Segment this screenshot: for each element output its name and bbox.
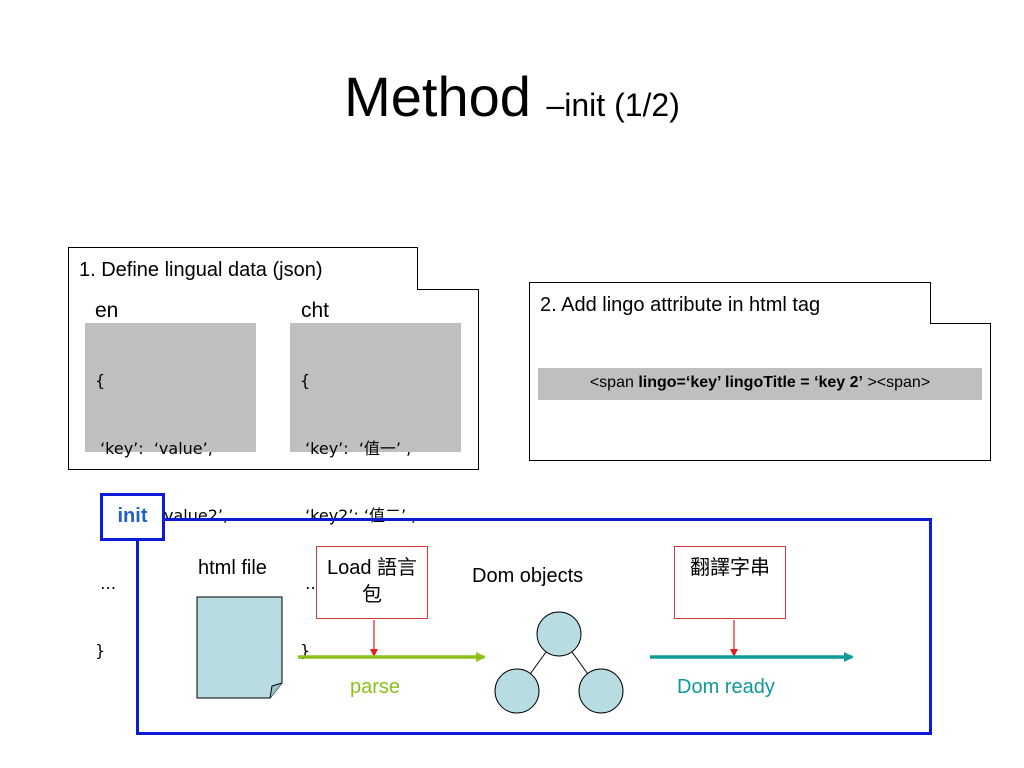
code-line: } xyxy=(95,641,106,660)
snippet-pre: <span xyxy=(589,374,639,391)
title-main: Method xyxy=(344,65,547,128)
tree-node-root xyxy=(536,611,582,657)
snippet-attributes: lingo=‘key’ lingoTitle = ‘key 2’ xyxy=(638,374,863,391)
step1-label: 1. Define lingual data (json) xyxy=(79,259,323,281)
span-snippet: <span lingo=‘key’ lingoTitle = ‘key 2’ >… xyxy=(538,368,982,400)
code-line: { xyxy=(95,371,106,390)
code-line: ‘key’: ‘value’, xyxy=(95,438,213,458)
slide-title: Method –init (1/2) xyxy=(0,62,1024,140)
code-line: ‘key’: ‘值一’ , xyxy=(300,438,412,458)
step2-tab: 2. Add lingo attribute in html tag xyxy=(529,282,931,324)
code-block-cht: { ‘key’: ‘值一’ , ‘key2’: ‘值二’ , … } xyxy=(290,323,461,660)
code-line: } xyxy=(300,641,311,660)
code-line: { xyxy=(300,371,311,390)
translate-strings-box: 翻譯字串 xyxy=(674,546,786,619)
parse-label: parse xyxy=(350,676,401,698)
step2-label: 2. Add lingo attribute in html tag xyxy=(540,294,821,316)
title-sub: –init (1/2) xyxy=(546,87,680,123)
tree-diagram-icon xyxy=(494,611,624,714)
snippet-post: ><span> xyxy=(863,374,931,391)
lang-cht-label: cht xyxy=(301,299,330,322)
dom-objects-label: Dom objects xyxy=(472,565,584,587)
load-language-pack-box: Load 語言包 xyxy=(316,546,428,619)
html-file-label: html file xyxy=(198,557,267,579)
code-line: … xyxy=(95,573,117,593)
document-icon xyxy=(196,596,283,699)
lang-en-label: en xyxy=(95,299,119,322)
dom-ready-label: Dom ready xyxy=(677,676,775,698)
tree-node-right xyxy=(578,668,624,714)
init-label: init xyxy=(100,493,165,541)
tree-node-left xyxy=(494,668,540,714)
init-frame xyxy=(136,518,932,735)
